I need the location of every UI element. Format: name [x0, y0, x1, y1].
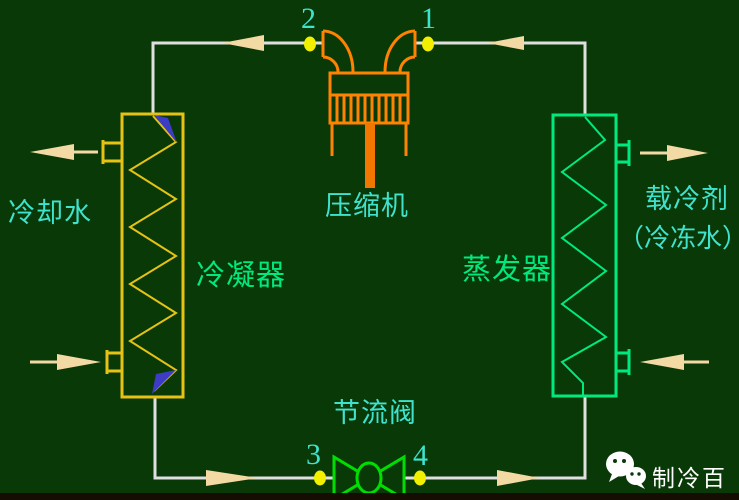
- coolant-inlet-arrow-icon: [640, 354, 684, 370]
- flow-arrow-left-top-icon: [222, 35, 264, 51]
- cooling-water-outlet-arrow-icon: [30, 144, 74, 160]
- state-point-1-marker: [422, 36, 434, 52]
- evaporator-nozzles: [616, 140, 631, 375]
- valve-stem-circle: [355, 461, 383, 495]
- flow-arrow-right-bottom-icon: [497, 470, 540, 486]
- state-point-4-label: 4: [413, 439, 428, 472]
- valve-left-triangle: [332, 454, 372, 500]
- state-point-3-marker: [314, 470, 326, 486]
- evaporator-coil: [560, 116, 608, 396]
- condenser-coil: [128, 115, 178, 392]
- compressor-shaft: [365, 123, 375, 188]
- condenser-nozzles: [101, 140, 122, 374]
- condenser-shell: [120, 112, 185, 399]
- condenser-bottom-wedge: [152, 370, 176, 394]
- state-point-markers: [304, 36, 434, 486]
- bottom-border-strip: [0, 493, 739, 500]
- compressor-symbol: [321, 29, 417, 188]
- state-point-3-label: 3: [306, 438, 321, 471]
- state-point-4-marker: [414, 470, 426, 486]
- compressor-label: 压缩机: [325, 191, 409, 221]
- coolant-label-line2: （冷冻水）: [618, 224, 739, 253]
- cooling-water-label: 冷却水: [8, 198, 92, 228]
- flow-arrow-right-top-icon: [487, 36, 524, 50]
- valve-right-triangle: [366, 454, 406, 500]
- condenser-symbol: [101, 112, 185, 399]
- pipe-valve-to-evaporator: [404, 396, 587, 480]
- cooling-water-inlet-arrow-icon: [57, 354, 101, 370]
- evaporator-label: 蒸发器: [462, 254, 553, 286]
- state-point-1-label: 1: [421, 2, 436, 35]
- compressor-right-horn-inner: [398, 55, 416, 73]
- compressor-left-horn-outer: [322, 29, 355, 73]
- pipe-evaporator-to-compressor: [416, 41, 587, 114]
- compressor-left-horn-inner: [322, 55, 340, 73]
- throttle-valve-symbol: [332, 454, 406, 500]
- compressor-right-horn-outer: [383, 29, 416, 73]
- compressor-head: [328, 71, 410, 97]
- state-point-2-label: 2: [301, 2, 316, 35]
- pipe-condenser-to-valve: [153, 396, 334, 480]
- pipe-condenser-to-compressor: [151, 41, 322, 114]
- wechat-icon: [606, 451, 646, 489]
- coolant-label-line1: 载冷剂: [645, 184, 729, 214]
- compressor-cylinder: [328, 93, 410, 125]
- flow-arrows: [206, 35, 540, 486]
- evaporator-symbol: [551, 113, 631, 398]
- coolant-outlet-arrow-icon: [667, 145, 708, 161]
- throttle-valve-label: 节流阀: [333, 398, 417, 428]
- flow-arrow-left-bottom-icon: [206, 470, 258, 486]
- evaporator-shell: [551, 113, 618, 398]
- refrigerant-pipes: [151, 41, 587, 480]
- water-arrows: [30, 144, 709, 370]
- condenser-top-wedge: [154, 115, 177, 143]
- watermark-text: 制冷百科: [652, 465, 727, 500]
- condenser-label: 冷凝器: [196, 260, 287, 292]
- state-point-2-marker: [304, 36, 316, 52]
